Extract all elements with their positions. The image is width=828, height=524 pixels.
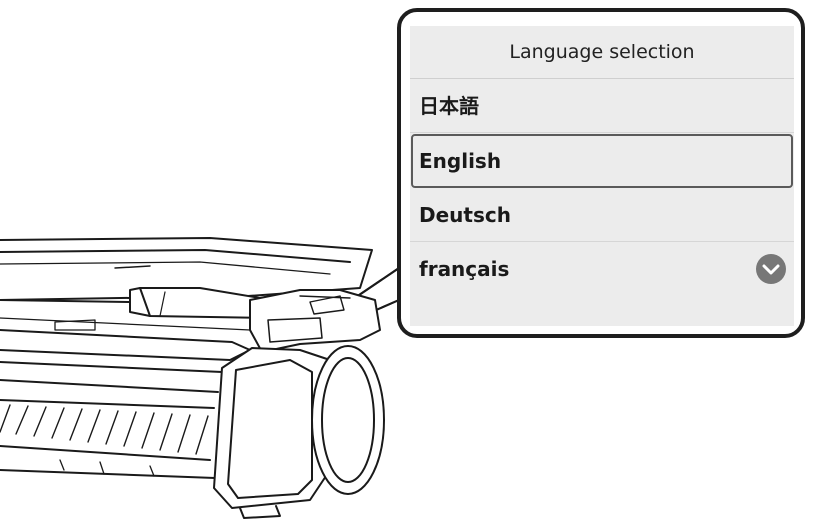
touch-screen: Language selection 日本語 English Deutsch f…: [410, 26, 794, 326]
chevron-down-icon: [762, 264, 780, 275]
language-label: Deutsch: [419, 203, 511, 227]
control-panel-callout: Language selection 日本語 English Deutsch f…: [397, 8, 805, 338]
scroll-down-button[interactable]: [756, 254, 786, 284]
screen-title: Language selection: [410, 26, 794, 79]
language-label: English: [419, 149, 502, 173]
language-item-japanese[interactable]: 日本語: [410, 79, 794, 133]
language-label: français: [419, 257, 510, 281]
language-item-deutsch[interactable]: Deutsch: [410, 188, 794, 242]
language-label: 日本語: [419, 94, 479, 118]
language-item-francais[interactable]: français: [410, 242, 794, 296]
language-item-english[interactable]: English: [411, 134, 793, 188]
